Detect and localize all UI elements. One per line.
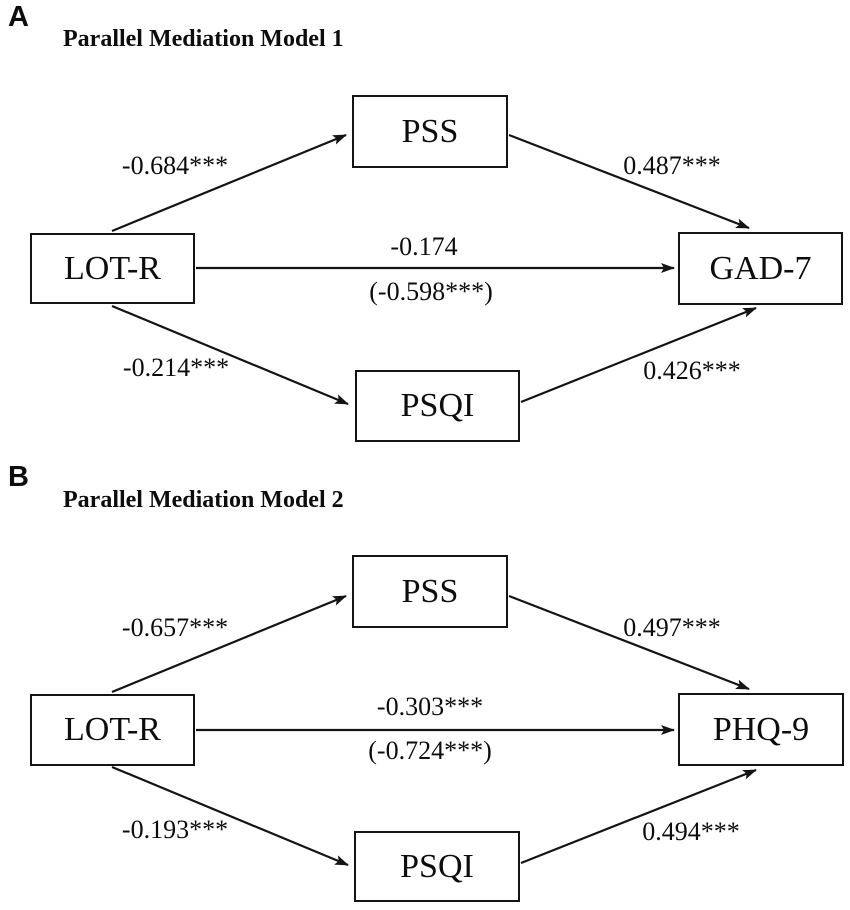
panel-a-coef-mediator-top-to-outcome: 0.487***: [623, 151, 721, 180]
arrow-a-predictor-to-mediator-top: [111, 133, 347, 233]
arrow-b-mediator-top-to-outcome: [508, 594, 750, 691]
panel-a-predictor-box: LOT-R: [30, 233, 195, 304]
panel-a-coef-mediator-bottom-to-outcome: 0.426***: [643, 356, 741, 385]
panel-a-coef-predictor-to-mediator-top: -0.684***: [121, 151, 229, 180]
panel-b-coef-mediator-bottom-to-outcome: 0.494***: [642, 817, 740, 846]
panel-b-title: Parallel Mediation Model 2: [63, 487, 344, 513]
panel-a-mediator-top-box: PSS: [352, 95, 508, 168]
panel-b-outcome-box: PHQ-9: [678, 693, 844, 766]
panel-b-coef-total-effect: (-0.724***): [368, 736, 492, 765]
panel-b-coef-mediator-top-to-outcome: 0.497***: [623, 613, 721, 642]
panel-a-title: Parallel Mediation Model 1: [63, 26, 344, 52]
panel-a-mediator-bottom-box: PSQI: [355, 370, 520, 442]
panel-a-outcome-box: GAD-7: [678, 232, 843, 305]
arrow-a-predictor-to-mediator-bottom: [111, 304, 349, 406]
panel-a-coef-total-effect: (-0.598***): [369, 277, 493, 306]
panel-b-coef-predictor-to-mediator-top: -0.657***: [121, 613, 229, 642]
panel-b-mediator-top-box: PSS: [352, 555, 508, 628]
panel-b-coef-predictor-to-mediator-bottom: -0.193***: [121, 815, 229, 844]
panel-b-predictor-box: LOT-R: [30, 694, 195, 766]
panel-a-letter: A: [8, 1, 29, 33]
panel-a-coef-predictor-to-mediator-bottom: -0.214***: [122, 353, 230, 382]
panel-b-mediator-bottom-box: PSQI: [354, 831, 520, 902]
arrow-a-mediator-top-to-outcome: [508, 133, 750, 230]
panel-b-letter: B: [8, 461, 29, 493]
arrow-b-mediator-bottom-to-outcome: [520, 768, 757, 865]
panel-a-coef-direct-effect: -0.174: [390, 232, 458, 261]
arrow-b-predictor-to-mediator-bottom: [111, 765, 349, 867]
arrow-a-mediator-bottom-to-outcome: [520, 306, 757, 404]
panel-b-coef-direct-effect: -0.303***: [376, 692, 484, 721]
arrow-b-predictor-to-mediator-top: [111, 594, 347, 694]
